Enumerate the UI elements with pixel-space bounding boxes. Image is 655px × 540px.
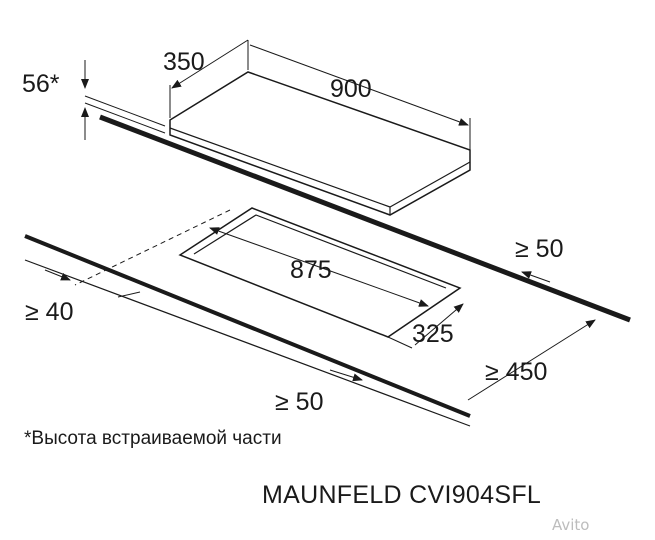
watermark: Avito	[552, 516, 590, 534]
dim-325-label: 325	[412, 320, 454, 348]
dim-325-line	[414, 303, 464, 346]
dim-350-line	[171, 39, 249, 89]
dim-side-40-label: ≥ 40	[25, 298, 73, 326]
dim-back-50-label: ≥ 50	[515, 235, 563, 263]
dim-56-label: 56*	[22, 70, 60, 98]
dim-875-line-2	[349, 277, 429, 307]
dim-front-50-label: ≥ 50	[275, 388, 323, 416]
dim-back-50-line	[521, 271, 551, 283]
dim-900-label: 900	[330, 75, 372, 103]
projection-dashed-line	[74, 209, 231, 286]
dim-325-ext	[387, 336, 413, 349]
dim-350-label: 350	[163, 48, 205, 76]
footnote: *Высота встраиваемой части	[24, 428, 282, 449]
worktop-thin-line-2	[84, 95, 166, 127]
dim-875-label: 875	[290, 256, 332, 284]
dim-side-40-line	[44, 269, 71, 281]
worktop-front-edge	[24, 234, 471, 418]
dim-front-50-line	[329, 369, 363, 382]
dim-900-line	[249, 44, 469, 126]
dim-450-label: ≥ 450	[485, 358, 547, 386]
worktop-thin-line	[84, 102, 166, 134]
dim-side-40-line-2	[117, 291, 141, 298]
worktop-back-edge	[99, 114, 631, 323]
dim-450-line	[467, 319, 596, 401]
model-name: MAUNFELD CVI904SFL	[262, 481, 542, 509]
hob-glass	[169, 71, 471, 216]
worktop-front-edge-lower	[24, 259, 471, 427]
worktop-cutout	[178, 207, 462, 338]
dim-875-line	[209, 227, 351, 279]
